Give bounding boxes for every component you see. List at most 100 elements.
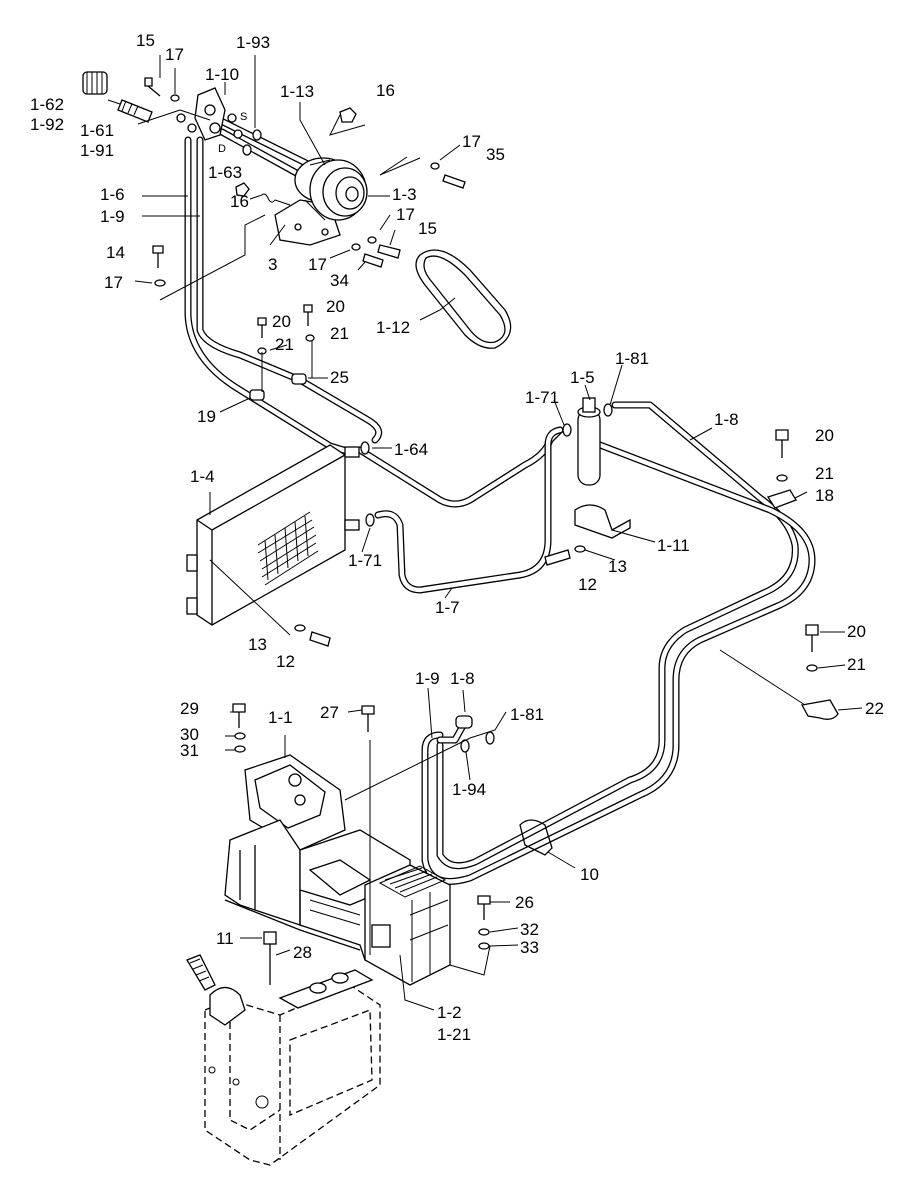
drive-belt: [415, 249, 512, 349]
label-15-top: 15: [136, 31, 155, 50]
label-1-94: 1-94: [452, 780, 486, 799]
label-1-13: 1-13: [280, 82, 314, 101]
bolt-12-receiver: [544, 549, 571, 566]
band-clamp-10: [519, 819, 553, 856]
part-callouts: 15 17 1-93 1-10 1-62 1-92 1-61 1-91 1-13…: [30, 31, 884, 1044]
o-ring-1-81-lower: [485, 731, 495, 745]
label-1-10: 1-10: [205, 65, 239, 84]
washer-13-receiver: [574, 545, 586, 553]
o-ring-1-64: [360, 441, 370, 455]
label-1-7: 1-7: [435, 598, 460, 617]
label-19: 19: [197, 407, 216, 426]
label-1-81-upper: 1-81: [615, 349, 649, 368]
joystick-lever: [186, 954, 246, 1026]
nut-16-left: [235, 182, 250, 197]
o-ring-1-93: [252, 129, 262, 141]
label-31: 31: [180, 741, 199, 760]
charge-valve: [117, 99, 153, 123]
washer-17-top: [170, 94, 180, 102]
clamp-22: [800, 699, 839, 720]
bolt-20-b: [303, 304, 313, 326]
receiver-drier: [577, 397, 601, 486]
label-21-c: 21: [815, 464, 834, 483]
compressor: [274, 157, 368, 246]
label-1-61: 1-61: [80, 121, 114, 140]
label-14: 14: [106, 243, 125, 262]
label-1-64: 1-64: [394, 440, 428, 459]
washer-17-right: [430, 162, 440, 170]
label-3: 3: [268, 255, 277, 274]
bolt-11-28: [263, 931, 277, 985]
washer-32: [478, 928, 490, 936]
o-ring-1-71-upper: [562, 423, 572, 437]
bolt-27: [361, 705, 375, 732]
label-1-91: 1-91: [80, 141, 114, 160]
label-27: 27: [320, 703, 339, 722]
o-ring-1-63: [242, 144, 252, 156]
label-1-63: 1-63: [208, 163, 242, 182]
label-17-right: 17: [462, 132, 481, 151]
label-12-lower: 12: [276, 652, 295, 671]
label-1-12: 1-12: [376, 318, 410, 337]
label-21-b: 21: [330, 324, 349, 343]
washer-31: [234, 745, 246, 753]
air-conditioner-unit: [224, 754, 451, 986]
label-1-6: 1-6: [100, 185, 125, 204]
clip-19: [249, 389, 265, 401]
label-25: 25: [330, 368, 349, 387]
bolt-29: [232, 703, 246, 728]
washer-33: [478, 942, 490, 950]
label-30: 30: [180, 725, 199, 744]
bolt-34: [362, 253, 384, 268]
label-16-left: 16: [230, 192, 249, 211]
washer-17-low: [351, 243, 361, 251]
label-1-71-lower: 1-71: [348, 551, 382, 570]
label-1-4: 1-4: [190, 467, 215, 486]
washer-17-left: [154, 279, 166, 287]
condenser: [186, 444, 360, 626]
washer-17-mid: [367, 236, 377, 244]
fitting-block: [176, 87, 243, 141]
receiver-bracket: [574, 504, 631, 539]
bolt-35: [442, 174, 466, 189]
label-1-2: 1-2: [437, 1003, 462, 1022]
bolt-14: [152, 245, 164, 268]
leader-lines: [107, 55, 863, 1011]
label-1-21: 1-21: [437, 1025, 471, 1044]
nut-16-top: [339, 107, 357, 123]
label-21-a: 21: [275, 335, 294, 354]
label-17-left: 17: [104, 273, 123, 292]
o-ring-1-71-lower: [365, 513, 375, 527]
clip-25: [291, 373, 307, 385]
label-32: 32: [520, 920, 539, 939]
bolt-20-c: [775, 429, 789, 458]
label-1-93: 1-93: [236, 33, 270, 52]
label-17-top: 17: [165, 45, 184, 64]
label-1-11: 1-11: [657, 536, 690, 555]
refrigerant-pipes: [184, 114, 816, 885]
washer-21-b: [305, 334, 315, 342]
washer-21-c: [776, 474, 788, 482]
label-20-d: 20: [847, 622, 866, 641]
label-12-receiver: 12: [578, 575, 597, 594]
label-10: 10: [580, 865, 599, 884]
label-20-c: 20: [815, 426, 834, 445]
label-11: 11: [216, 929, 234, 948]
bolt-15-top: [144, 77, 161, 97]
label-1-71-upper: 1-71: [525, 388, 559, 407]
label-21-d: 21: [847, 655, 866, 674]
label-1-62: 1-62: [30, 95, 64, 114]
label-17-low: 17: [308, 255, 327, 274]
label-34: 34: [330, 271, 349, 290]
label-1-9-lower: 1-9: [415, 669, 440, 688]
label-20-b: 20: [326, 297, 345, 316]
label-d: D: [218, 143, 226, 155]
bolt-20-a: [257, 317, 267, 338]
label-1-8-lower: 1-8: [450, 669, 475, 688]
label-1-1: 1-1: [268, 708, 293, 727]
cab-outline: [204, 969, 381, 1166]
label-20-a: 20: [272, 312, 291, 331]
washer-21-d: [806, 664, 818, 672]
label-17-mid: 17: [396, 205, 415, 224]
